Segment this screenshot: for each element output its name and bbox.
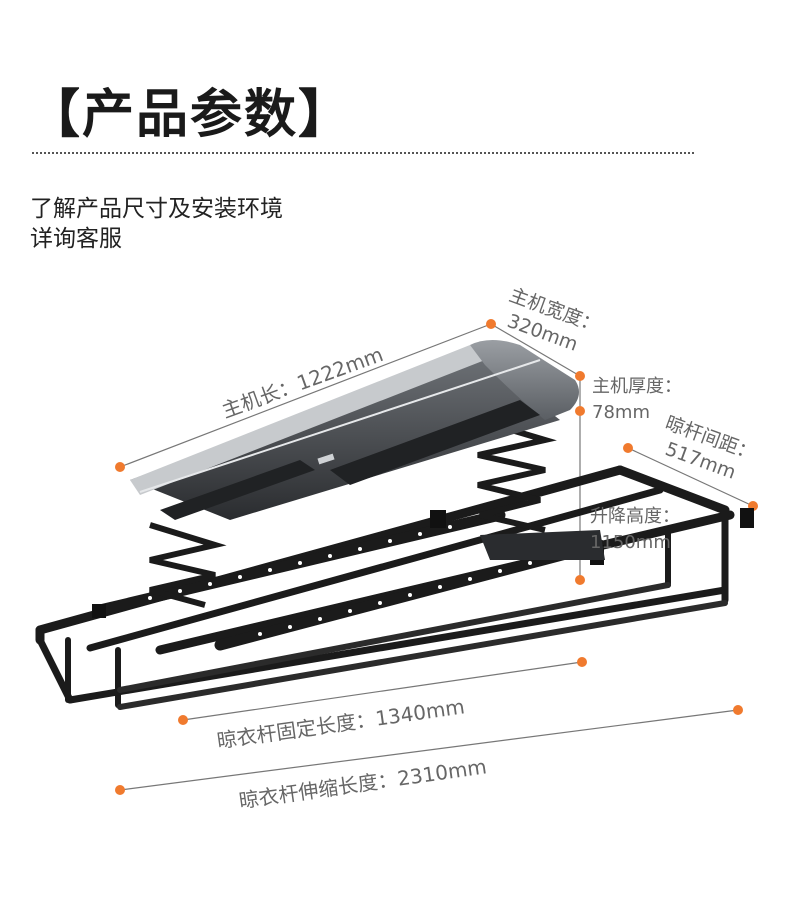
label-fixed-length: 晾衣杆固定长度：1340mm bbox=[215, 694, 466, 753]
label-lift-height-value: 1150mm bbox=[590, 532, 671, 553]
dimension-lines bbox=[119, 323, 754, 791]
dotted-divider bbox=[32, 152, 694, 154]
label-lift-height-title: 升降高度： bbox=[590, 506, 680, 527]
dimension-dots bbox=[115, 319, 758, 795]
page-title: 【产品参数】 bbox=[28, 85, 353, 145]
host-unit bbox=[130, 340, 605, 560]
intro-text: 了解产品尺寸及安装环境 详询客服 bbox=[30, 194, 283, 254]
intro-line-1: 了解产品尺寸及安装环境 bbox=[30, 196, 283, 222]
label-host-thickness-value: 78mm bbox=[592, 402, 650, 423]
scissor-arms bbox=[149, 417, 557, 608]
intro-line-2: 详询客服 bbox=[30, 226, 122, 252]
label-extended-length: 晾衣杆伸缩长度：2310mm bbox=[237, 754, 488, 813]
label-host-thickness-title: 主机厚度： bbox=[592, 376, 682, 397]
